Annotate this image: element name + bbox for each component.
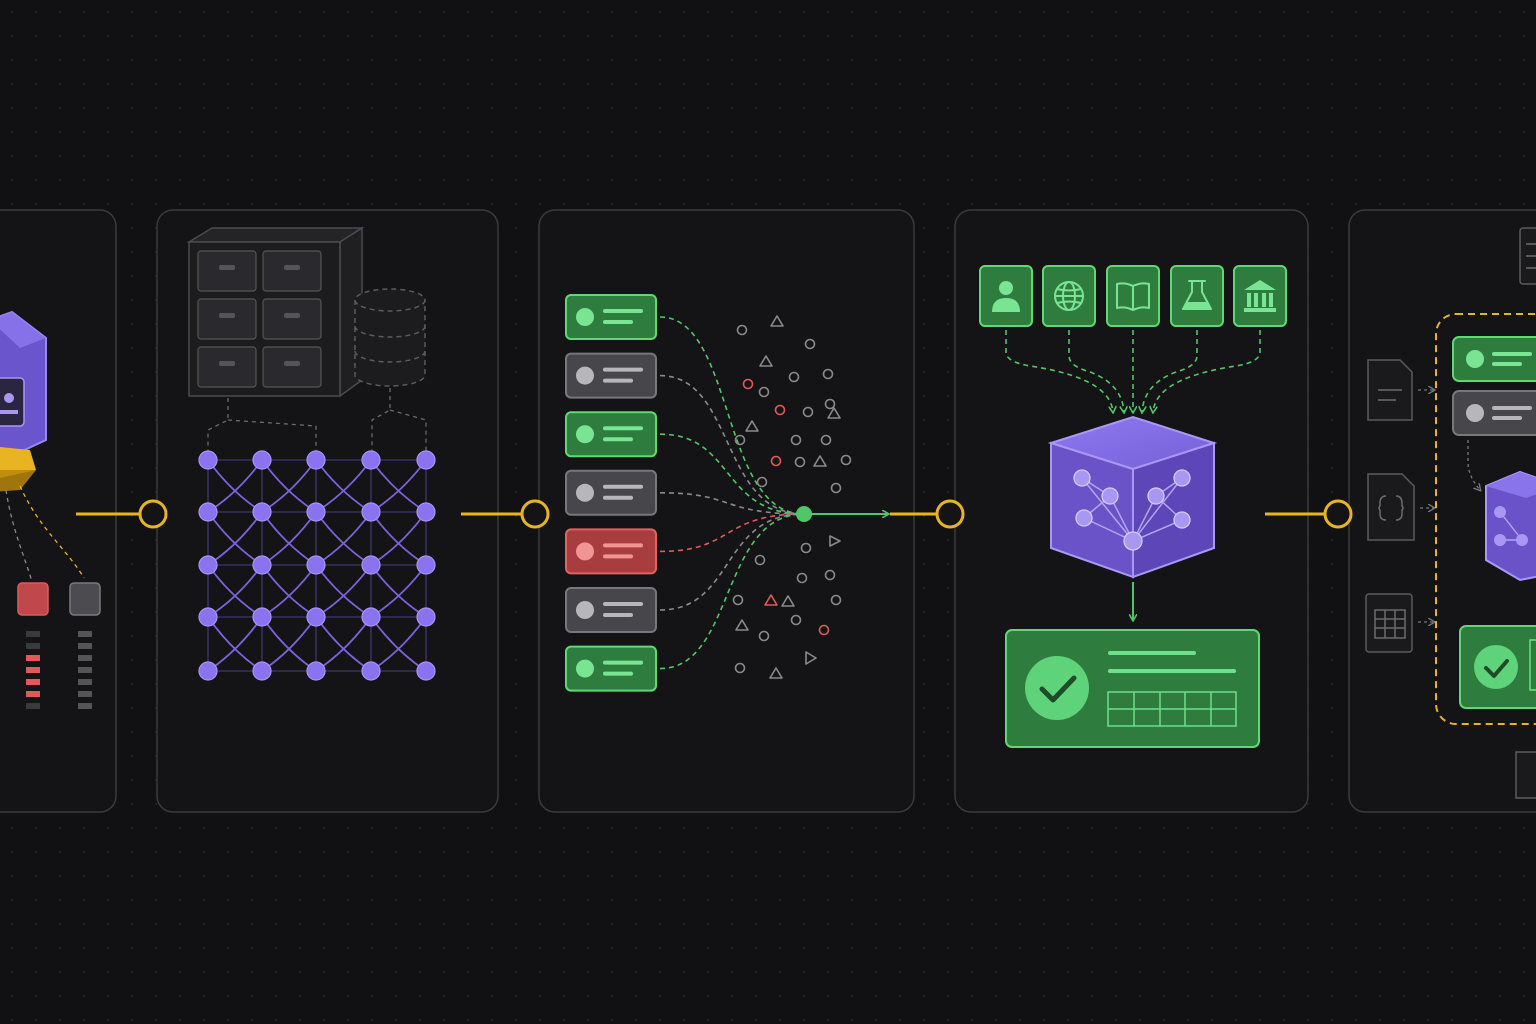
network-node (306, 607, 326, 627)
connector-node-3 (935, 499, 965, 529)
database-icon (354, 288, 426, 387)
panel-ingest (0, 209, 117, 813)
connector-node-2 (520, 499, 550, 529)
network-node (252, 555, 272, 575)
network-node (198, 661, 218, 681)
code-document-icon (1367, 473, 1415, 541)
network-node (198, 555, 218, 575)
person-icon (979, 265, 1033, 327)
flask-icon (1170, 265, 1224, 327)
record-card-neutral (565, 469, 657, 516)
record-card-neutral (565, 352, 657, 399)
status-swatch-red (17, 582, 49, 616)
status-swatch-gray (69, 582, 101, 616)
output-bundle-frame (1435, 313, 1536, 725)
record-card-accepted (565, 411, 657, 458)
network-node (416, 450, 436, 470)
network-node (361, 555, 381, 575)
network-node (252, 502, 272, 522)
knowledge-cube-icon (1047, 415, 1218, 579)
level-meter-red (26, 631, 40, 709)
filter-line-neutral (659, 513, 805, 611)
network-node (198, 450, 218, 470)
ingest-status-swatches (17, 582, 101, 616)
filter-line-neutral (659, 374, 805, 515)
output-cube-icon (1485, 470, 1536, 582)
network-node (361, 502, 381, 522)
document-bundle-icon (1365, 227, 1536, 799)
record-card-rejected (565, 528, 657, 575)
network-node (416, 502, 436, 522)
filter-output-arrow (796, 506, 888, 522)
filter-line-accepted (659, 513, 805, 670)
connector-node-1 (138, 499, 168, 529)
network-node (306, 661, 326, 681)
network-node (416, 555, 436, 575)
network-node (252, 607, 272, 627)
network-node (306, 555, 326, 575)
network-node (198, 502, 218, 522)
book-icon (1106, 265, 1160, 327)
network-node (306, 502, 326, 522)
network-node (416, 607, 436, 627)
network-node (361, 661, 381, 681)
source-icon-row (979, 265, 1287, 327)
network-node (252, 661, 272, 681)
network-node (361, 450, 381, 470)
output-records (1452, 336, 1536, 490)
record-list (565, 294, 657, 692)
network-node (252, 450, 272, 470)
filter-line-accepted (659, 316, 805, 515)
filter-flow-lines (659, 316, 805, 670)
network-node (198, 607, 218, 627)
network-node (361, 607, 381, 627)
ingest-dashed-links (5, 485, 85, 583)
output-check-icon (1474, 645, 1518, 689)
output-verified-card (1459, 625, 1536, 709)
record-card-accepted (565, 645, 657, 692)
result-table-icon (1107, 691, 1237, 727)
check-circle-icon (1025, 656, 1089, 720)
institution-icon (1233, 265, 1287, 327)
globe-icon (1042, 265, 1096, 327)
source-dashed-arrows (1005, 330, 1261, 412)
particle-cloud (732, 315, 852, 679)
filter-line-rejected (659, 513, 805, 553)
filter-line-accepted (659, 433, 805, 515)
filing-cabinet-icon (186, 226, 365, 398)
storage-dashed-links (207, 388, 427, 452)
filter-line-neutral (659, 492, 805, 515)
level-meter-gray (78, 631, 92, 709)
cube-with-document-icon (0, 310, 47, 492)
connector-node-4 (1323, 499, 1353, 529)
network-node (416, 661, 436, 681)
stage-connectors (76, 499, 1353, 529)
network-node (306, 450, 326, 470)
record-card-neutral (565, 587, 657, 633)
record-card-accepted (565, 294, 657, 340)
folder-icon (1515, 751, 1536, 799)
node-network-grid (198, 450, 436, 681)
verified-result-card (1005, 629, 1260, 748)
